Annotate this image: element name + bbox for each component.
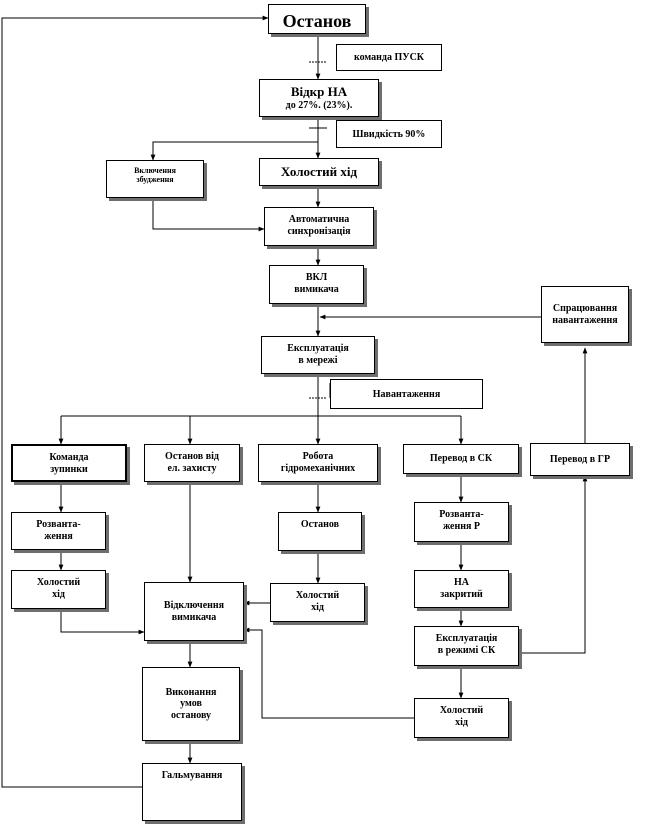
node-stop: Останов	[268, 4, 366, 34]
node-stop-electrical: Останов від ел. захисту	[144, 444, 240, 482]
node-idle-top: Холостий хід	[259, 158, 379, 186]
node-to-gr: Перевод в ГР	[530, 443, 630, 476]
node-load-request: Спрацювання навантаження	[541, 286, 629, 343]
node-excitation-on: Включення збудження	[106, 160, 204, 198]
node-stop-conditions: Виконання умов останову	[142, 667, 240, 741]
node-unload-left: Розванта- ження	[11, 512, 106, 550]
node-idle-mid: Холостий хід	[270, 583, 365, 622]
node-sk-operation: Експлуатація в режимі СК	[414, 626, 519, 666]
node-auto-sync: Автоматична синхронізація	[264, 207, 374, 246]
signal-start-command: команда ПУСК	[336, 44, 442, 71]
signal-loading: Навантаження	[330, 379, 483, 409]
node-stop-command: Команда зупинки	[11, 444, 127, 482]
node-grid-operation: Експлуатація в мережі	[261, 336, 375, 374]
node-breaker-on: ВКЛ вимикача	[269, 265, 364, 304]
node-breaker-off: Відключення вимикача	[144, 582, 244, 641]
node-to-sk: Перевод в СК	[403, 444, 519, 474]
signal-speed: Швидкість 90%	[336, 120, 442, 148]
node-idle-left: Холостий хід	[11, 570, 106, 609]
node-na-closed: НА закритий	[414, 570, 509, 608]
node-idle-sk: Холостий хід	[414, 698, 509, 738]
node-hydromech: Робота гідромеханічних	[258, 444, 378, 482]
node-stop-hydro: Останов	[278, 512, 362, 551]
node-open-na: Відкр НА до 27%. (23%).	[259, 79, 379, 117]
node-unload-p: Розванта- ження Р	[414, 502, 509, 542]
node-braking: Гальмування	[142, 763, 242, 821]
